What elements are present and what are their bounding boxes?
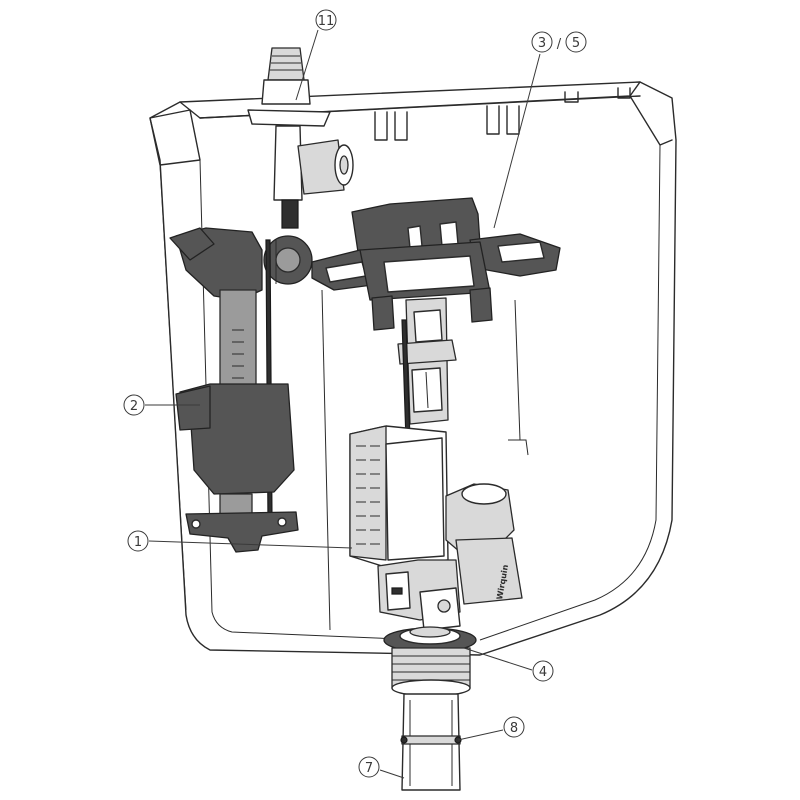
callout-8: 8	[457, 716, 525, 741]
callout-1: 1	[127, 530, 353, 552]
overflow-cage	[349, 425, 449, 567]
callout-4-label: 4	[539, 665, 547, 680]
callout-11-label: 11	[318, 14, 335, 29]
callout-8-label: 8	[510, 721, 518, 736]
callout-7: 7	[358, 756, 405, 779]
callout-7-label: 7	[365, 761, 373, 776]
callout-2: 2	[123, 394, 200, 416]
outlet-assembly	[383, 626, 477, 791]
flush-valve-bridge	[311, 197, 561, 331]
flush-valve-body: Wirquin	[377, 483, 523, 631]
callout-2-label: 2	[130, 399, 138, 414]
flush-valve-column	[397, 297, 457, 441]
callout-3-label: 3	[538, 36, 546, 51]
callout-3-5: 3 / 5	[493, 31, 587, 229]
callout-11: 11	[295, 9, 337, 101]
callout-separator: /	[557, 37, 562, 52]
callout-4: 4	[463, 647, 554, 682]
cistern-tank	[149, 81, 677, 656]
inlet-connector	[247, 47, 354, 229]
callout-5-label: 5	[572, 36, 580, 51]
callout-1-label: 1	[134, 535, 142, 550]
fill-valve	[169, 227, 313, 553]
